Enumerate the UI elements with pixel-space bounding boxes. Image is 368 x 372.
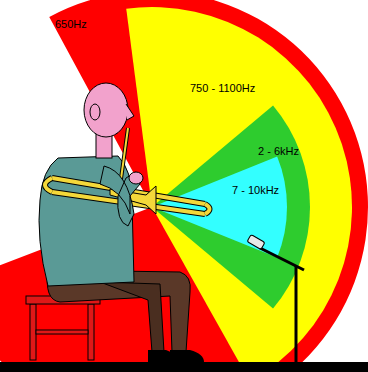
shoe bbox=[170, 350, 204, 362]
sector-shape bbox=[152, 105, 310, 308]
crook bbox=[205, 204, 210, 214]
crook bbox=[45, 178, 52, 192]
mic-body bbox=[247, 235, 265, 250]
crook-outline bbox=[45, 178, 52, 192]
ground bbox=[0, 362, 368, 372]
band-label: 2 - 6kHz bbox=[258, 145, 299, 158]
crook-outline bbox=[205, 204, 210, 214]
sector-shape bbox=[152, 156, 287, 257]
mouthpipe bbox=[120, 128, 128, 186]
chair-leg bbox=[88, 304, 94, 360]
chair-seat bbox=[26, 296, 100, 304]
mic-stand bbox=[295, 266, 298, 364]
shoe bbox=[148, 350, 178, 362]
trouser-leg bbox=[100, 282, 164, 352]
frequency-band: 750 - 1100Hz 2 - 6kHz 7 - 10kHz bbox=[100, 6, 354, 372]
band-label: 750 - 1100Hz bbox=[190, 82, 255, 95]
microphone bbox=[247, 235, 265, 250]
mic-boom bbox=[260, 248, 304, 270]
slide-outline bbox=[52, 192, 205, 214]
bell bbox=[110, 186, 156, 214]
head bbox=[84, 83, 128, 137]
chair-leg bbox=[30, 304, 36, 360]
trousers bbox=[47, 270, 190, 352]
slide-tube bbox=[52, 192, 205, 214]
sector-shape bbox=[126, 7, 352, 372]
trombone bbox=[45, 128, 210, 214]
hand bbox=[129, 172, 143, 184]
band-label: 650Hz bbox=[55, 18, 87, 31]
slide-tube bbox=[52, 178, 205, 204]
torso bbox=[39, 156, 134, 286]
frequency-band: 2 - 6kHz 7 - 10kHz bbox=[150, 104, 312, 310]
band-label: 7 - 10kHz bbox=[232, 184, 279, 197]
mouthpipe-outline bbox=[120, 128, 128, 186]
chair-bar bbox=[36, 330, 88, 334]
chair bbox=[26, 296, 100, 360]
frequency-band: 7 - 10kHz bbox=[150, 154, 288, 260]
arm bbox=[100, 166, 140, 226]
ear bbox=[90, 104, 100, 120]
band-sector bbox=[150, 154, 288, 260]
slide-outline bbox=[52, 178, 205, 204]
nose bbox=[126, 104, 134, 120]
neck bbox=[96, 134, 112, 158]
